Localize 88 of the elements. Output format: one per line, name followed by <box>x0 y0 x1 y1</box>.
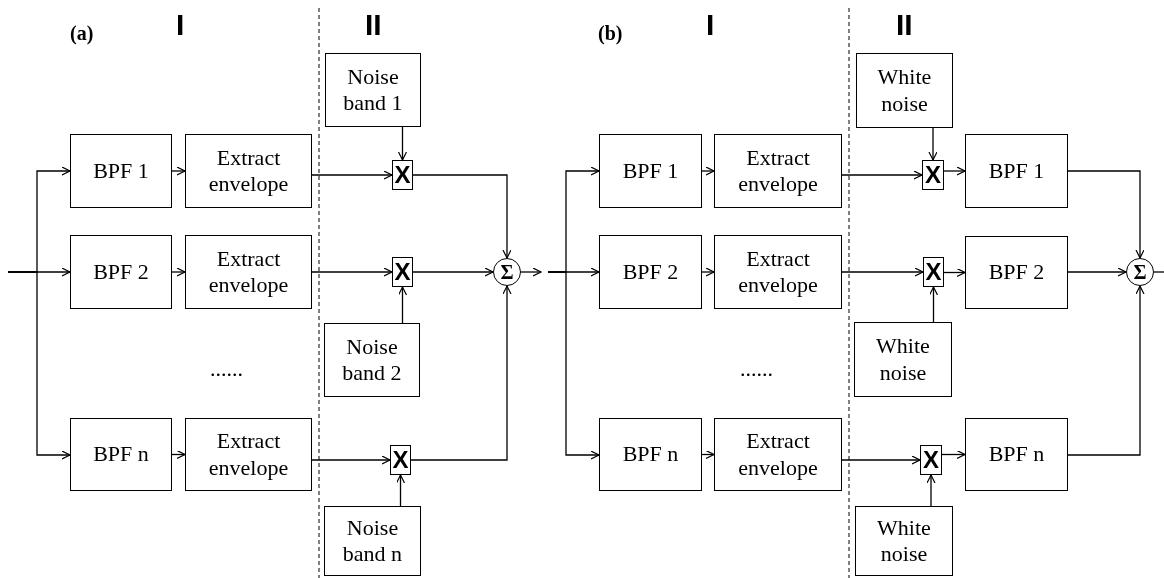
block-label: BPF n <box>987 441 1046 468</box>
block-label: BPF 1 <box>621 157 680 185</box>
process-box <box>324 323 420 397</box>
stage-numeral: II <box>365 10 382 40</box>
process-box <box>70 418 172 491</box>
block-label: Extract envelope <box>207 144 290 198</box>
arrow <box>397 286 408 324</box>
ellipsis-text: ...... <box>740 355 773 383</box>
arrow <box>1067 267 1127 277</box>
process-box <box>714 418 842 491</box>
process-box <box>854 322 952 397</box>
block-label: Extract envelope <box>207 428 290 481</box>
arrow <box>520 267 542 277</box>
process-box <box>599 134 702 208</box>
arrow <box>311 267 393 277</box>
arrow <box>928 286 939 323</box>
arrow <box>171 166 186 176</box>
arrow <box>395 474 406 507</box>
arrow <box>410 285 512 461</box>
arrow <box>7 271 71 460</box>
arrow <box>701 267 715 277</box>
arrow <box>841 267 924 277</box>
process-box <box>599 418 702 491</box>
arrow <box>311 455 391 465</box>
process-box <box>965 236 1068 309</box>
block-label: Extract envelope <box>737 144 819 198</box>
stage-numeral: I <box>176 10 185 40</box>
block-label: White noise <box>876 514 932 568</box>
panel-label: (a) <box>70 21 94 47</box>
block-label: BPF 2 <box>621 258 680 286</box>
block-label: Noise band 2 <box>341 333 403 387</box>
arrow <box>926 474 936 507</box>
operator-symbol: X <box>394 260 411 284</box>
process-box <box>599 235 702 309</box>
process-box <box>856 53 953 128</box>
arrow <box>841 455 921 465</box>
stage-numeral: I <box>706 10 715 40</box>
process-box <box>965 134 1068 208</box>
arrow <box>941 449 966 460</box>
block-label: BPF 1 <box>92 157 150 185</box>
arrow <box>171 267 186 277</box>
operator-symbol: X <box>925 163 941 187</box>
block-label: BPF 1 <box>987 157 1046 185</box>
arrow <box>943 267 966 278</box>
block-label: BPF n <box>92 441 150 468</box>
arrow <box>841 170 923 180</box>
block-label: Extract envelope <box>207 245 290 299</box>
arrow <box>412 174 512 259</box>
process-box <box>324 506 421 576</box>
block-label: BPF 2 <box>987 259 1046 286</box>
process-box <box>714 235 842 309</box>
block-label: BPF n <box>621 441 680 468</box>
block-label: White noise <box>876 64 933 117</box>
block-label: White noise <box>875 333 931 386</box>
arrow <box>1067 170 1145 259</box>
process-box <box>965 418 1068 491</box>
process-box <box>70 134 172 208</box>
block-label: Extract envelope <box>737 428 819 481</box>
process-box <box>855 506 953 576</box>
block-label: BPF 2 <box>92 258 150 286</box>
process-box <box>714 134 842 208</box>
arrow <box>943 166 966 176</box>
arrow <box>701 449 715 460</box>
arrow <box>171 449 186 460</box>
process-box <box>185 418 312 491</box>
arrow <box>412 267 494 277</box>
operator-symbol: Σ <box>500 262 514 282</box>
arrow <box>701 166 715 176</box>
block-label: Noise band 1 <box>342 63 404 117</box>
process-box <box>325 53 421 127</box>
arrow <box>1067 285 1145 456</box>
process-box <box>185 235 312 309</box>
process-box <box>185 134 312 208</box>
block-label: Extract envelope <box>737 245 819 299</box>
operator-symbol: X <box>394 163 411 187</box>
stage-numeral: II <box>896 10 913 40</box>
operator-symbol: X <box>925 260 942 284</box>
arrow <box>928 127 938 161</box>
operator-symbol: Σ <box>1133 262 1147 282</box>
arrow <box>397 126 408 161</box>
arrow <box>311 170 393 180</box>
block-label: Noise band n <box>341 514 404 568</box>
panel-label: (b) <box>598 21 623 47</box>
ellipsis-text: ...... <box>210 355 243 383</box>
process-box <box>70 235 172 309</box>
operator-symbol: X <box>923 448 939 472</box>
operator-symbol: X <box>392 448 409 472</box>
arrow <box>547 271 600 460</box>
